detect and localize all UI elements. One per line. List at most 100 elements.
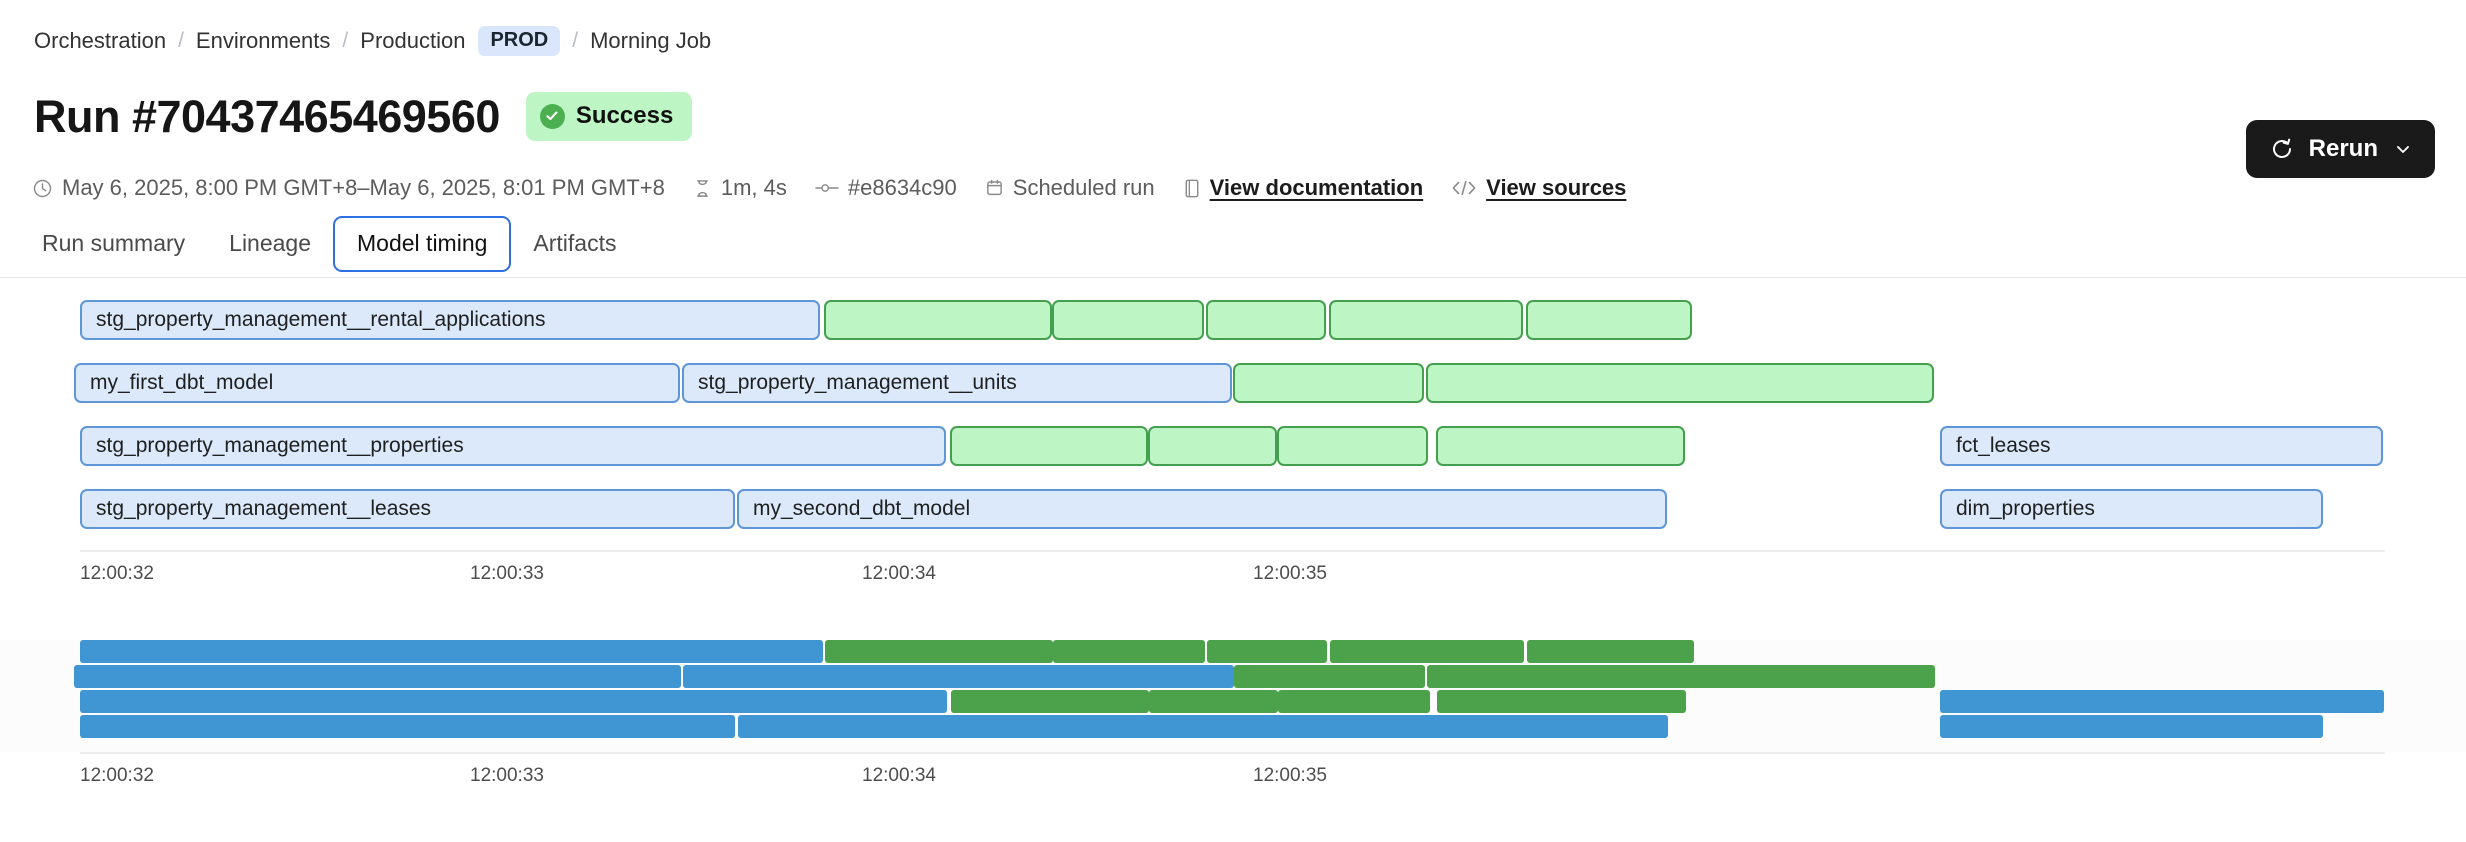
- gantt-bar-test[interactable]: [1233, 363, 1424, 403]
- minimap-bar[interactable]: [1437, 690, 1686, 713]
- status-badge: Success: [525, 92, 693, 141]
- calendar-icon: [985, 178, 1004, 198]
- run-metadata: May 6, 2025, 8:00 PM GMT+8–May 6, 2025, …: [32, 175, 1626, 201]
- minimap-bar[interactable]: [1234, 665, 1425, 688]
- view-documentation-link[interactable]: View documentation: [1209, 175, 1424, 200]
- breadcrumb-item-morning-job[interactable]: Morning Job: [590, 28, 712, 53]
- gantt-bar-test[interactable]: [1436, 426, 1685, 466]
- gantt-bar-test[interactable]: [1426, 363, 1934, 403]
- axis-tick-label: 12:00:33: [470, 765, 544, 786]
- refresh-icon: [2270, 137, 2294, 161]
- gantt-bar-fct_leases[interactable]: fct_leases: [1940, 426, 2383, 466]
- minimap-row: [0, 715, 2466, 738]
- axis-line: [80, 550, 2385, 552]
- minimap-bar[interactable]: [738, 715, 1668, 738]
- gantt-bar-test[interactable]: [1148, 426, 1277, 466]
- minimap-bar[interactable]: [80, 690, 947, 713]
- gantt-bar-label: stg_property_management__properties: [96, 434, 464, 457]
- gantt-bar-test[interactable]: [1052, 300, 1204, 340]
- meta-commit: #e8634c90: [815, 175, 957, 201]
- breadcrumb-separator: /: [572, 29, 579, 52]
- meta-duration: 1m, 4s: [693, 175, 787, 201]
- hourglass-icon: [693, 178, 712, 199]
- meta-documentation[interactable]: View documentation: [1183, 175, 1424, 201]
- gantt-bar-my_first_dbt_model[interactable]: my_first_dbt_model: [74, 363, 680, 403]
- gantt-row: my_first_dbt_model stg_property_managemen…: [0, 363, 2466, 403]
- breadcrumb-item-orchestration[interactable]: Orchestration: [34, 28, 167, 53]
- minimap-bar[interactable]: [1330, 640, 1524, 663]
- axis-line: [80, 752, 2385, 754]
- gantt-bar-test[interactable]: [1206, 300, 1326, 340]
- axis-tick-label: 12:00:33: [470, 563, 544, 584]
- tab-bar: Run summary Lineage Model timing Artifac…: [20, 216, 638, 272]
- minimap-bar[interactable]: [1940, 690, 2384, 713]
- gantt-row: stg_property_management__rental_applicat…: [0, 300, 2466, 340]
- view-sources-link[interactable]: View sources: [1486, 175, 1627, 200]
- meta-timerange: May 6, 2025, 8:00 PM GMT+8–May 6, 2025, …: [32, 175, 665, 201]
- tab-model-timing[interactable]: Model timing: [333, 216, 512, 272]
- minimap-row: [0, 640, 2466, 663]
- gantt-bar-stg_property_management__units[interactable]: stg_property_management__units: [682, 363, 1232, 403]
- breadcrumb: Orchestration / Environments / Productio…: [34, 26, 711, 56]
- minimap-bar[interactable]: [80, 715, 735, 738]
- gantt-bar-label: my_second_dbt_model: [753, 497, 971, 520]
- tab-lineage[interactable]: Lineage: [229, 230, 312, 256]
- axis-tick-label: 12:00:35: [1253, 765, 1327, 786]
- axis-tick-label: 12:00:35: [1253, 563, 1327, 584]
- tab-artifacts[interactable]: Artifacts: [533, 230, 617, 256]
- minimap-bar[interactable]: [1207, 640, 1327, 663]
- breadcrumb-item-environments[interactable]: Environments: [195, 28, 331, 53]
- axis-tick-label: 12:00:32: [80, 765, 154, 786]
- minimap-bar[interactable]: [1527, 640, 1694, 663]
- meta-timerange-text: May 6, 2025, 8:00 PM GMT+8–May 6, 2025, …: [62, 175, 665, 200]
- breadcrumb-separator: /: [342, 29, 349, 52]
- axis-tick-label: 12:00:34: [862, 765, 936, 786]
- gantt-row: stg_property_management__leases my_second…: [0, 489, 2466, 529]
- breadcrumb-item-production[interactable]: Production: [360, 28, 466, 53]
- minimap-bar[interactable]: [1427, 665, 1935, 688]
- gantt-bar-test[interactable]: [1526, 300, 1692, 340]
- gantt-bar-label: my_first_dbt_model: [90, 371, 274, 394]
- gantt-bar-test[interactable]: [1277, 426, 1428, 466]
- page-title: Run #70437465469560: [34, 91, 500, 142]
- minimap-bar[interactable]: [951, 690, 1149, 713]
- gantt-bar-stg_property_management__properties[interactable]: stg_property_management__properties: [80, 426, 946, 466]
- axis-tick-label: 12:00:32: [80, 563, 154, 584]
- gantt-bar-my_second_dbt_model[interactable]: my_second_dbt_model: [737, 489, 1667, 529]
- model-timing-minimap[interactable]: 12:00:32 12:00:33 12:00:34 12:00:35: [0, 640, 2466, 786]
- book-icon: [1183, 178, 1201, 199]
- gantt-bar-test[interactable]: [950, 426, 1148, 466]
- check-circle-icon: [539, 103, 565, 129]
- minimap-bar[interactable]: [74, 665, 681, 688]
- code-icon: [1451, 179, 1477, 197]
- gantt-bar-dim_properties[interactable]: dim_properties: [1940, 489, 2323, 529]
- gantt-bar-stg_property_management__rental_applications[interactable]: stg_property_management__rental_applicat…: [80, 300, 820, 340]
- gantt-bar-test[interactable]: [1329, 300, 1523, 340]
- minimap-row: [0, 690, 2466, 713]
- meta-duration-text: 1m, 4s: [720, 175, 787, 200]
- rerun-button-label: Rerun: [2308, 135, 2378, 162]
- minimap-bar[interactable]: [1940, 715, 2323, 738]
- minimap-bar[interactable]: [825, 640, 1053, 663]
- minimap-bar[interactable]: [1053, 640, 1205, 663]
- minimap-bar[interactable]: [1278, 690, 1430, 713]
- gantt-bar-stg_property_management__leases[interactable]: stg_property_management__leases: [80, 489, 735, 529]
- gantt-bar-label: dim_properties: [1956, 497, 2095, 520]
- model-timing-gantt: stg_property_management__rental_applicat…: [0, 300, 2466, 590]
- minimap-bar[interactable]: [80, 640, 823, 663]
- rerun-button[interactable]: Rerun: [2245, 120, 2435, 178]
- minimap-bar[interactable]: [683, 665, 1234, 688]
- tab-divider: [0, 277, 2466, 278]
- gantt-bar-test[interactable]: [824, 300, 1052, 340]
- meta-trigger: Scheduled run: [985, 175, 1155, 201]
- tab-run-summary[interactable]: Run summary: [42, 230, 186, 256]
- meta-trigger-text: Scheduled run: [1012, 175, 1155, 200]
- title-row: Run #70437465469560 Success: [34, 91, 693, 142]
- gantt-row: stg_property_management__properties fct_l…: [0, 426, 2466, 466]
- minimap-bar[interactable]: [1149, 690, 1278, 713]
- chevron-down-icon[interactable]: [2393, 139, 2413, 159]
- meta-sources[interactable]: View sources: [1451, 175, 1626, 201]
- breadcrumb-separator: /: [178, 29, 184, 52]
- git-commit-icon: [815, 180, 839, 196]
